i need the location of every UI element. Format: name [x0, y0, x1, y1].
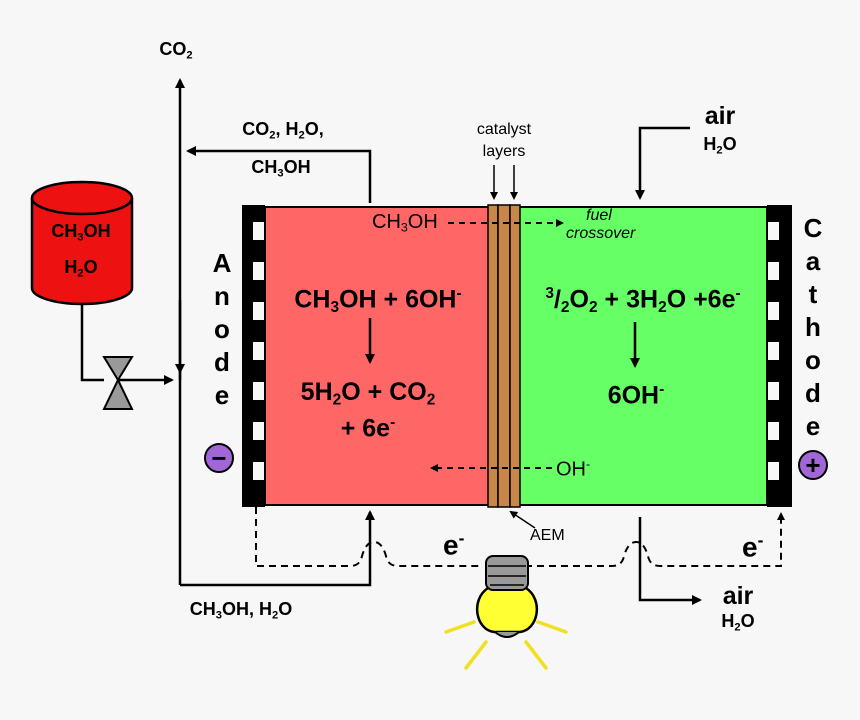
hydroxide-label: OH- [556, 457, 591, 481]
cathode-chamber [518, 206, 768, 506]
anode-feed-line [180, 510, 375, 587]
cathode-product: 6OH- [607, 381, 665, 410]
anode-product-2: + 6e- [340, 414, 396, 443]
crossover-label-1: fuel [586, 207, 612, 224]
anode-reactant: CH3OH + 6OH- [294, 285, 462, 316]
air-inlet-label: air [704, 102, 736, 130]
anode-current-collector [242, 205, 265, 507]
tank-label-2: H2O [64, 257, 98, 280]
aem-label: AEM [530, 527, 565, 544]
light-bulb [475, 555, 539, 638]
anode-product-1: 5H2O + CO2 [300, 378, 436, 409]
crossover-species-label: CH3OH [372, 211, 438, 235]
electron-label-right: e- [742, 530, 764, 563]
air-outlet-water-label: H2O [721, 611, 755, 634]
electron-circuit-right [525, 512, 785, 567]
electron-label-left: e- [443, 528, 465, 561]
air-outlet-label: air [722, 582, 754, 610]
electron-circuit-left [255, 507, 483, 567]
anode-exhaust-line [186, 146, 372, 203]
anode-exhaust-label-2: CH3OH [251, 157, 311, 180]
anode-feed-label: CH3OH, H2O [189, 599, 293, 622]
fuel-tank [30, 180, 134, 306]
catalyst-label-2: layers [482, 143, 526, 160]
crossover-label-2: crossover [566, 225, 636, 242]
air-outlet-line [638, 517, 702, 605]
anode-exhaust-label-1: CO2, H2O, [242, 119, 324, 142]
anode-negative-terminal: − [204, 443, 234, 473]
co2-vent-label: CO2 [159, 39, 193, 62]
cathode-reactant: 3/2O2 + 3H2O +6e- [545, 285, 741, 316]
aem-pointer [509, 510, 536, 529]
valve[interactable] [102, 356, 134, 410]
air-inlet-line [635, 126, 690, 200]
cathode-current-collector [767, 205, 792, 507]
membrane-assembly [487, 204, 521, 508]
light-rays [444, 620, 568, 670]
air-inlet-water-label: H2O [703, 134, 737, 157]
catalyst-label-1: catalyst [476, 121, 532, 138]
cathode-positive-terminal: + [798, 450, 828, 480]
tank-label-1: CH3OH [51, 221, 111, 244]
tank-feed-pipe [80, 303, 104, 382]
anode-chamber [264, 206, 491, 506]
